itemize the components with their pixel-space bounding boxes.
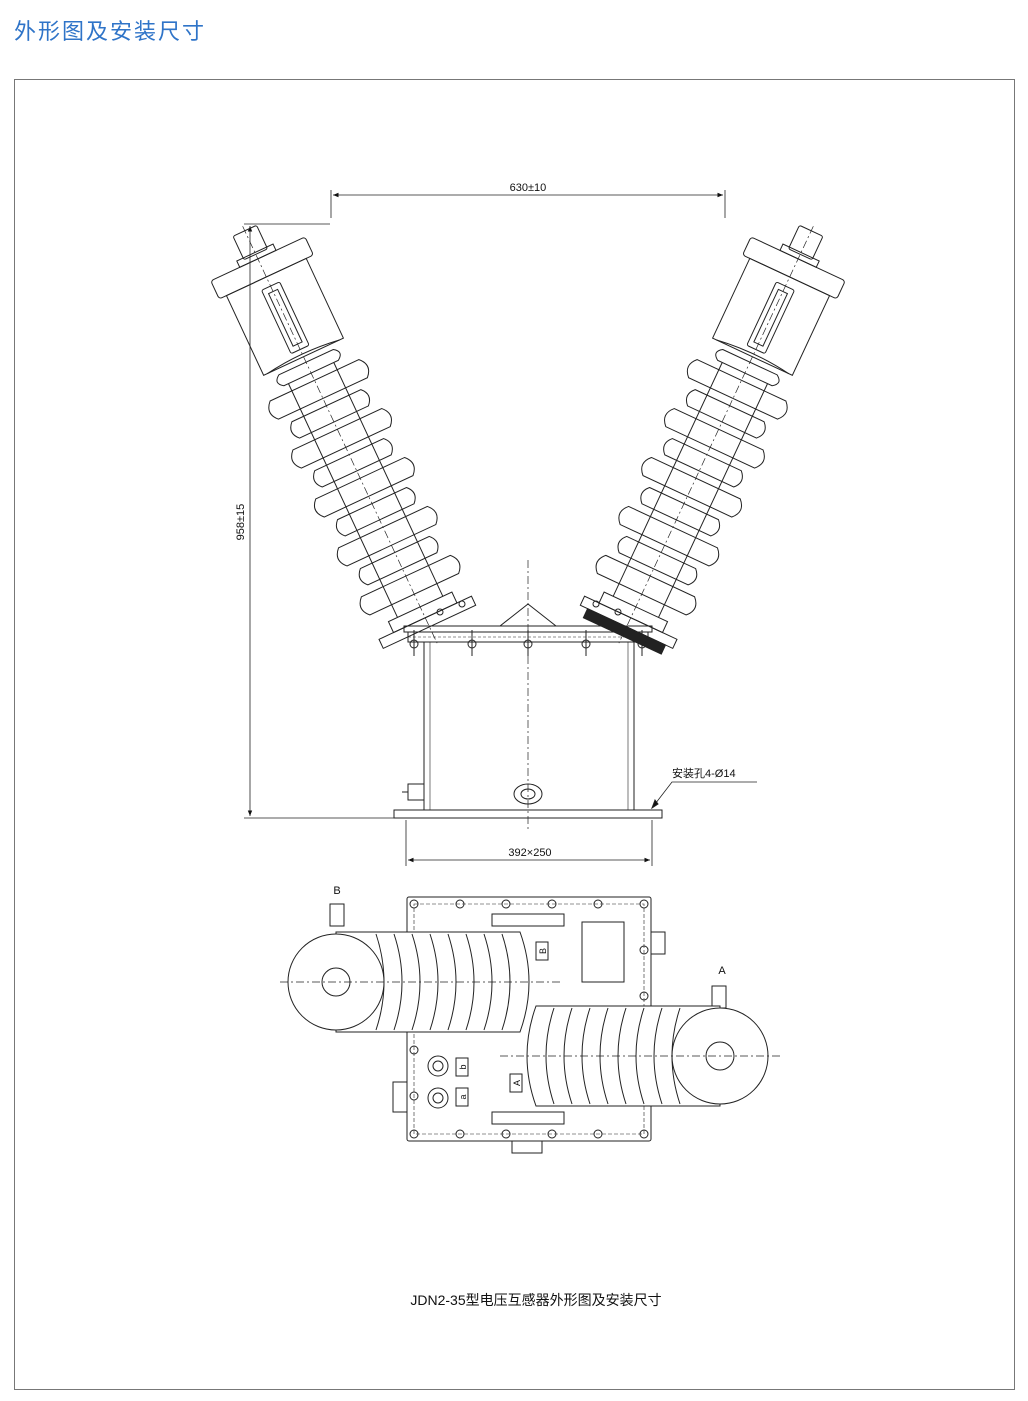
plate-a-label: a — [458, 1094, 468, 1099]
flange-bolts — [409, 600, 647, 656]
dim-width-label: 630±10 — [510, 182, 547, 194]
drawing-caption: JDN2-35型电压互感器外形图及安装尺寸 — [410, 1292, 661, 1308]
page-title: 外形图及安装尺寸 — [14, 20, 207, 45]
plate-A-label: A — [512, 1080, 522, 1086]
terminal-plates — [455, 941, 549, 1107]
plan-bushing-a — [500, 1005, 780, 1107]
mount-hole-note: 安装孔4-Ø14 — [672, 766, 736, 780]
terminal-b-label: B — [333, 885, 340, 897]
dimension-base — [405, 820, 653, 866]
dim-height-label: 958±15 — [235, 504, 247, 541]
plan-bolts — [409, 899, 649, 1139]
dimension-height — [244, 223, 420, 819]
plan-bushing-b — [280, 931, 560, 1033]
plate-b-label: b — [458, 1064, 468, 1069]
right-insulator — [579, 225, 845, 655]
drawing-frame — [14, 79, 1015, 1390]
dimension-width — [330, 190, 726, 218]
dim-base-label: 392×250 — [508, 847, 551, 859]
tank-body — [393, 560, 663, 830]
mount-note-leader — [650, 781, 757, 810]
left-insulator — [211, 225, 477, 650]
plate-B-label: B — [538, 948, 548, 954]
terminal-a-label: A — [718, 965, 726, 977]
